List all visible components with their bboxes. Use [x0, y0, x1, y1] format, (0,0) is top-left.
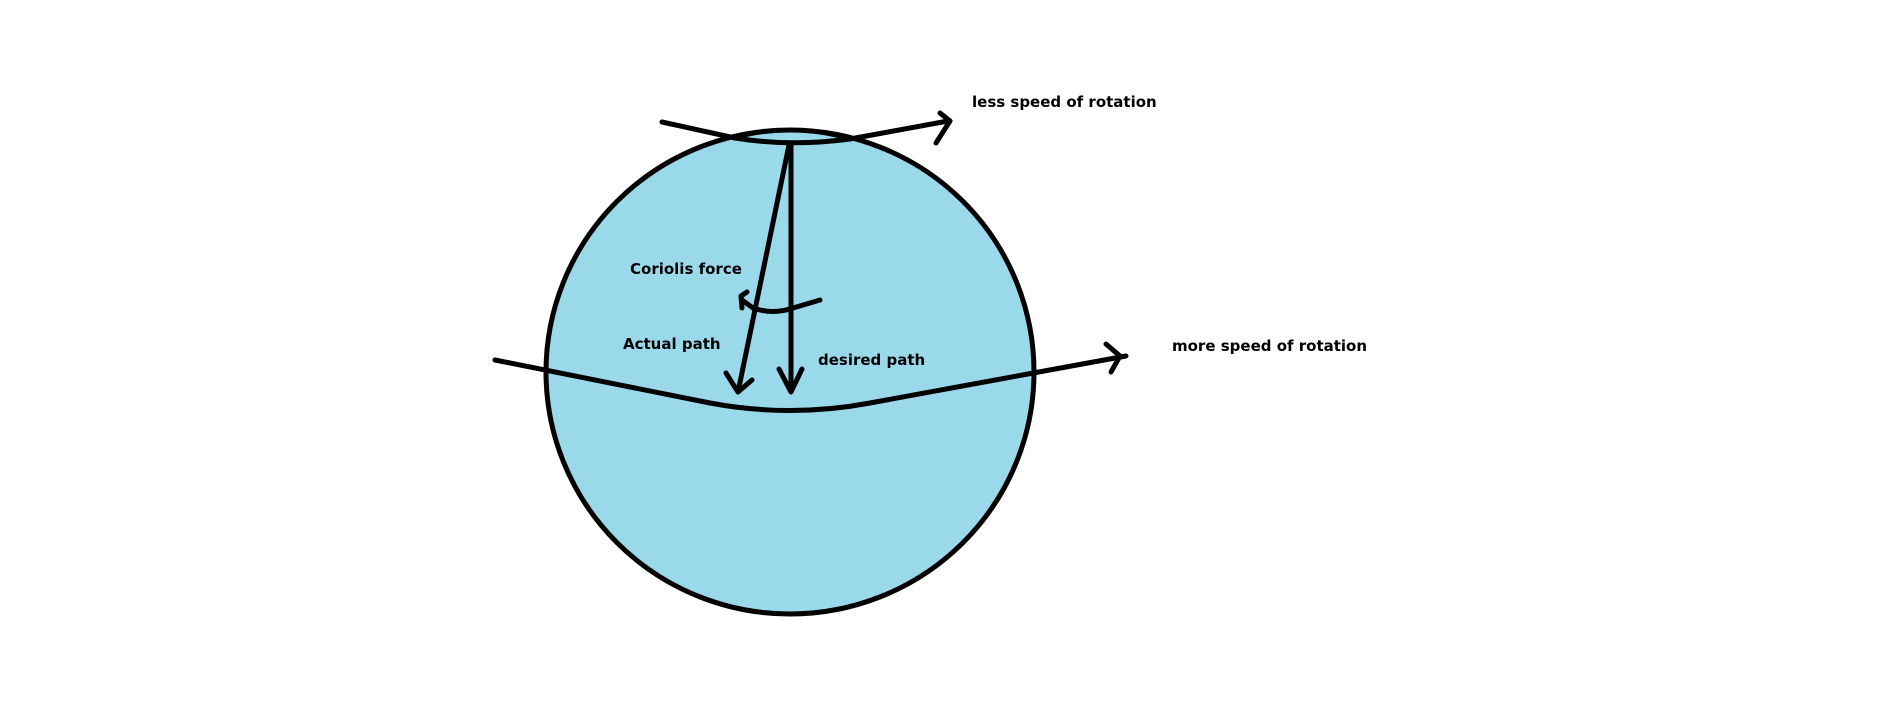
less-speed-arrow-head: [933, 110, 953, 146]
equator-latitude-line: [492, 353, 1129, 413]
desired-path-arrow-head: [776, 366, 805, 395]
label-coriolis-force: Coriolis force: [630, 260, 742, 278]
actual-path-arrow: [735, 144, 792, 393]
actual-path-arrow-head: [723, 370, 755, 395]
label-more-speed-of-rotation: more speed of rotation: [1172, 337, 1368, 355]
more-speed-arrow-head: [1103, 341, 1123, 375]
label-actual-path: Actual path: [623, 335, 721, 353]
label-less-speed-of-rotation: less speed of rotation: [972, 93, 1157, 111]
label-desired-path: desired path: [818, 351, 926, 369]
coriolis-force-curved-arrow: [739, 297, 823, 314]
coriolis-force-arrow-head: [738, 289, 750, 311]
polar-cap-arc: [734, 128, 851, 141]
polar-latitude-line: [659, 118, 951, 146]
